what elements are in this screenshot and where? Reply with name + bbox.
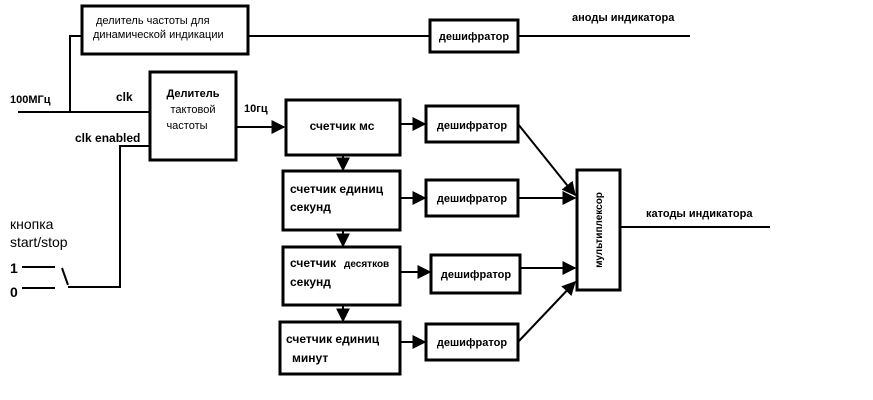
dynamic-divider-line1: делитель частоты для bbox=[96, 15, 210, 27]
decoder-4-block bbox=[424, 322, 520, 362]
blocks bbox=[80, 4, 622, 376]
arrows bbox=[236, 117, 577, 349]
switch-0-label: 0 bbox=[10, 284, 18, 300]
button-label-line1: кнопка bbox=[10, 216, 54, 232]
counter-ms-label: счетчик мс bbox=[310, 119, 375, 133]
counter-sec-tens-line1a: счетчик bbox=[290, 256, 337, 270]
anodes-label: аноды индикатора bbox=[572, 12, 675, 24]
button-label-line2: start/stop bbox=[10, 234, 68, 250]
counter-sec-tens-line2: секунд bbox=[290, 275, 331, 289]
counter-min-units-line2: минут bbox=[292, 351, 328, 365]
counter-sec-units-block bbox=[281, 169, 402, 232]
decoder-3-block bbox=[429, 253, 522, 295]
free-labels: аноды индикатора катоды индикатора 100МГ… bbox=[10, 12, 753, 300]
switch-1-label: 1 bbox=[10, 260, 18, 276]
freq-in-label: 100МГц bbox=[10, 94, 51, 106]
wires bbox=[18, 35, 770, 289]
arrow-dec1-mux bbox=[517, 123, 576, 197]
dynamic-divider-line2: динамической индикации bbox=[93, 29, 224, 41]
decoder-2-block bbox=[424, 178, 520, 218]
decoder-1-block bbox=[424, 104, 520, 144]
multiplexer-label: мультиплексор bbox=[594, 192, 605, 268]
counter-min-units-line1: счетчик единиц bbox=[286, 332, 380, 346]
decoder-1-label: дешифратор bbox=[437, 120, 507, 132]
clk-divider-block bbox=[148, 70, 238, 162]
clk-label: clk bbox=[116, 90, 133, 104]
counter-ms-block bbox=[284, 98, 402, 157]
multiplexer-block bbox=[575, 168, 622, 292]
dynamic-divider-block bbox=[80, 4, 250, 56]
clk-divider-line1: Делитель bbox=[166, 88, 219, 100]
counter-sec-units-line1: счетчик единиц bbox=[290, 182, 384, 196]
divider-feed-wire bbox=[69, 35, 82, 112]
clk-divider-line3: частоты bbox=[166, 120, 207, 132]
clk-divider-line2: тактовой bbox=[171, 104, 216, 116]
counter-sec-tens-block bbox=[281, 245, 402, 307]
block-texts: делитель частоты для динамической индика… bbox=[93, 15, 605, 365]
clk-enable-wire bbox=[68, 145, 150, 288]
decoder-4-label: дешифратор bbox=[437, 337, 507, 349]
arrow-dec4-mux bbox=[517, 280, 576, 343]
decoder-3-label: дешифратор bbox=[441, 269, 511, 281]
decoder-top-block bbox=[428, 18, 520, 54]
switch-lever bbox=[61, 267, 69, 286]
clk-enabled-label: clk enabled bbox=[75, 131, 140, 145]
freq-out-label: 10гц bbox=[244, 103, 268, 115]
counter-min-units-block bbox=[278, 320, 402, 376]
decoder-top-label: дешифратор bbox=[439, 31, 509, 43]
cathodes-label: катоды индикатора bbox=[646, 208, 753, 220]
counter-sec-tens-line1b: десятков bbox=[344, 259, 389, 270]
decoder-2-label: дешифратор bbox=[437, 193, 507, 205]
counter-sec-units-line2: секунд bbox=[290, 200, 331, 214]
